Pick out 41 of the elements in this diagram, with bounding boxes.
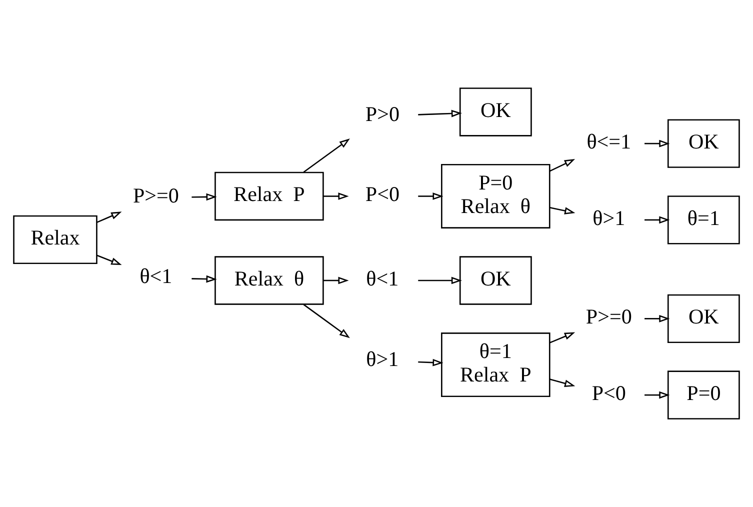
node-text: P<0 <box>592 381 626 406</box>
arrow <box>96 212 122 223</box>
arrow <box>303 138 350 173</box>
node-box: θ=1 <box>667 196 740 244</box>
arrow <box>323 276 349 284</box>
arrow <box>323 192 349 200</box>
arrow <box>96 254 122 266</box>
node-text: P>0 <box>365 102 400 126</box>
node-text: θ>1 <box>592 206 626 230</box>
node-text: P>=0 <box>586 304 632 329</box>
node-box: P=0 <box>667 370 740 420</box>
arrow <box>644 314 670 322</box>
node-box: OK <box>667 294 740 344</box>
node-text: P<0 <box>365 182 400 206</box>
node-text: θ<1 <box>366 266 399 290</box>
node-text: θ>1 <box>366 346 399 371</box>
arrow <box>644 216 670 224</box>
node-box: P=0 Relax θ <box>441 164 550 228</box>
node-text: θ<=1 <box>586 130 632 154</box>
node-text: P>=0 <box>132 184 179 208</box>
node-text: θ<1 <box>140 264 172 288</box>
arrow <box>550 206 576 214</box>
node-box: OK <box>459 88 532 136</box>
arrow <box>418 276 462 284</box>
arrow <box>644 140 670 148</box>
node-box: OK <box>667 119 740 168</box>
node-box: Relax θ <box>214 256 324 305</box>
arrow <box>303 304 350 338</box>
node-box: θ=1 Relax P <box>441 332 550 397</box>
node-box: Relax <box>13 215 98 264</box>
arrow <box>192 193 217 201</box>
arrow <box>418 358 444 366</box>
arrow <box>644 391 670 399</box>
arrow <box>418 110 462 118</box>
arrow <box>549 332 576 344</box>
node-box: OK <box>459 256 532 305</box>
arrow <box>549 159 576 172</box>
arrow <box>192 275 217 283</box>
node-box: Relax P <box>214 172 324 221</box>
arrow <box>418 192 444 200</box>
arrow <box>550 378 576 387</box>
